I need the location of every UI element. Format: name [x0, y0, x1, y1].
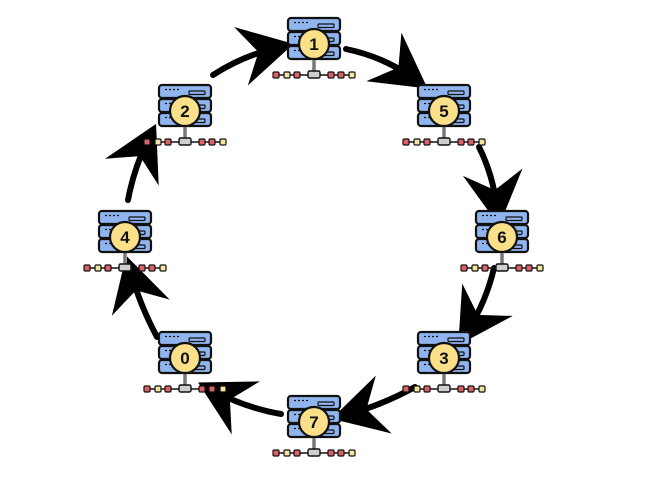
node-label: 3	[439, 349, 448, 368]
node-badge	[427, 94, 461, 128]
server-node-6: 6	[460, 209, 544, 272]
arrow-6-to-3	[458, 265, 513, 346]
server-node-7: 7	[272, 394, 356, 457]
node-label: 7	[309, 413, 318, 432]
server-node-4: 4	[83, 209, 167, 272]
node-label: 1	[309, 35, 318, 54]
arrow-7-to-0	[198, 381, 284, 435]
node-badge	[297, 27, 331, 61]
arrow-4-to-2	[105, 123, 159, 203]
node-badge	[168, 94, 202, 128]
node-badge	[108, 220, 142, 254]
node-label: 2	[180, 102, 189, 121]
server-node-0: 0	[143, 330, 227, 393]
arrow-1-to-5	[343, 32, 428, 89]
arrow-5-to-6	[462, 144, 523, 226]
node-badge	[427, 341, 461, 375]
arrow-0-to-4	[111, 255, 170, 340]
server-node-3: 3	[402, 330, 486, 393]
server-node-5: 5	[402, 83, 486, 146]
node-badge	[168, 341, 202, 375]
node-label: 6	[497, 228, 506, 247]
node-badge	[297, 405, 331, 439]
server-node-2: 2	[143, 83, 227, 146]
node-label: 0	[180, 349, 189, 368]
arrow-2-to-1	[210, 27, 294, 86]
node-badge	[485, 220, 519, 254]
nodes-layer: 1 5 6 3 7 0 4 2	[83, 16, 544, 457]
server-node-1: 1	[272, 16, 356, 79]
node-label: 5	[439, 102, 448, 121]
node-label: 4	[120, 228, 130, 247]
